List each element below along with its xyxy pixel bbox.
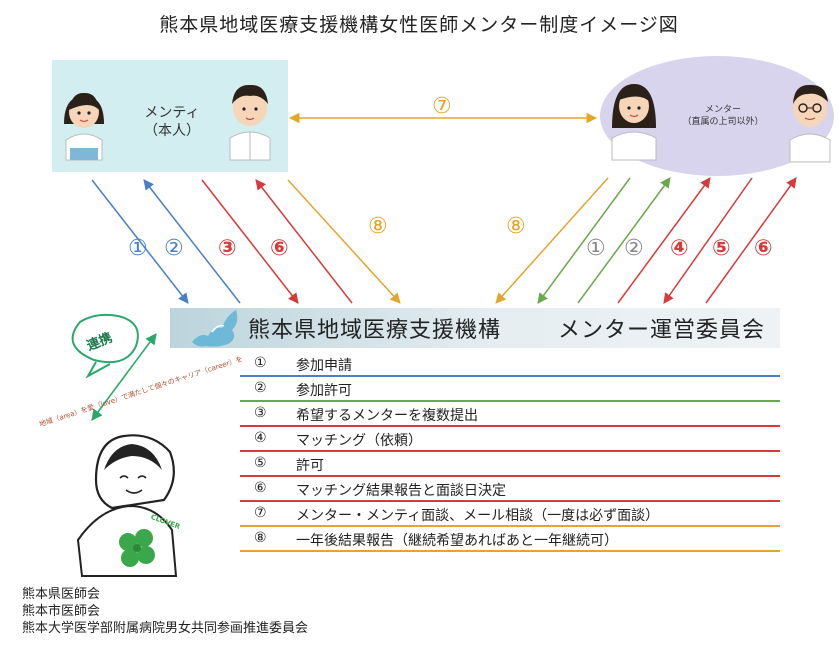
step-number: ⑥ (254, 480, 267, 496)
step-item: ④ マッチング（依頼） (240, 427, 780, 452)
step-divider (240, 375, 780, 377)
female-doctor-icon (64, 92, 104, 161)
arrow-2-left-label: ② (164, 236, 184, 261)
arrow-5-right (663, 177, 753, 304)
step-number: ④ (254, 430, 267, 446)
speech-bubble (71, 313, 139, 364)
step-item: ① 参加申請 (240, 352, 780, 377)
male-doctor-icon (229, 84, 271, 161)
male-mentor-icon (789, 84, 831, 163)
step-divider (240, 425, 780, 427)
arrow-2-right (577, 177, 671, 304)
step-text: 参加許可 (296, 383, 352, 399)
step-item: ⑤ 許可 (240, 452, 780, 477)
banner-org-name: 熊本県地域医療支援機構 (248, 318, 502, 343)
arrow-6-right (705, 177, 797, 304)
arrow-1-right (537, 177, 631, 304)
step-text: メンター・メンティ面談、メール相談（一度は必ず面談） (296, 508, 660, 524)
arrow-8-right (495, 177, 609, 304)
step-text: マッチング（依頼） (296, 433, 422, 449)
step-item: ⑦ メンター・メンティ面談、メール相談（一度は必ず面談） (240, 502, 780, 527)
arrow-1-right-label: ① (586, 236, 606, 261)
arrow-6-left (255, 179, 353, 304)
page-title: 熊本県地域医療支援機構女性医師メンター制度イメージ図 (159, 14, 679, 36)
arrow-4-right (617, 177, 711, 304)
org-item: 熊本大学医学部附属病院男女共同参画推進委員会 (22, 621, 309, 636)
clover-doctor-icon (76, 434, 178, 577)
step-number: ③ (254, 405, 267, 421)
org-item: 熊本県医師会 (22, 587, 101, 602)
organization-banner (170, 308, 780, 348)
step-item: ⑥ マッチング結果報告と面談日決定 (240, 477, 780, 502)
mentor-label-line2: （直属の上司以外） (682, 117, 764, 127)
mentee-label-line2: （本人） (144, 123, 200, 139)
step-item: ⑧ 一年後結果報告（継続希望あればあと一年継続可） (240, 527, 780, 552)
org-item: 熊本市医師会 (22, 604, 101, 619)
arrow-1-left (91, 179, 189, 304)
mentor-label: メンター （直属の上司以外） (668, 104, 778, 128)
arrow-2-left (143, 179, 241, 304)
arrow-6-left-label: ⑥ (270, 236, 289, 261)
step-text: 希望するメンターを複数提出 (296, 408, 478, 424)
step-item: ③ 希望するメンターを複数提出 (240, 402, 780, 427)
step-number: ① (254, 355, 267, 371)
step-divider (240, 550, 780, 552)
banner-committee-name: メンター運営委員会 (558, 318, 766, 343)
arrow-8-left-label: ⑧ (368, 214, 388, 239)
arrow-2-right-label: ② (624, 236, 644, 261)
step-divider (240, 525, 780, 527)
cooperation-arrow (91, 333, 157, 421)
step-divider (240, 475, 780, 477)
organizations-list: 熊本県医師会 熊本市医師会 熊本大学医学部附属病院男女共同参画推進委員会 (22, 586, 308, 637)
arrow-5-right-label: ⑤ (712, 236, 731, 261)
map-logo-icon (192, 310, 238, 347)
arrow-7-label: ⑦ (432, 94, 452, 119)
female-mentor-icon (611, 84, 657, 161)
step-text: 許可 (296, 458, 324, 474)
step-number: ⑧ (254, 530, 267, 546)
step-number: ⑤ (254, 455, 267, 471)
step-text: マッチング結果報告と面談日決定 (296, 483, 506, 499)
mentee-label-line1: メンティ (144, 105, 200, 121)
arrow-1-left-label: ① (128, 236, 148, 261)
step-number: ② (254, 380, 267, 396)
mentee-label: メンティ （本人） (122, 104, 222, 140)
arrow-4-right-label: ④ (670, 236, 689, 261)
arrow-3-left-label: ③ (218, 236, 237, 261)
step-number: ⑦ (254, 505, 267, 521)
step-divider (240, 450, 780, 452)
step-divider (240, 400, 780, 402)
step-item: ② 参加許可 (240, 377, 780, 402)
speech-bubble-tail (85, 361, 111, 379)
step-text: 参加申請 (296, 358, 352, 374)
step-text: 一年後結果報告（継続希望あればあと一年継続可） (296, 533, 618, 549)
mentor-label-line1: メンター (704, 105, 741, 115)
arrow-6-right-label: ⑥ (754, 236, 773, 261)
step-divider (240, 500, 780, 502)
arrow-8-left (287, 179, 401, 304)
arrow-8-right-label: ⑧ (506, 214, 526, 239)
arrow-3-left (201, 179, 299, 304)
